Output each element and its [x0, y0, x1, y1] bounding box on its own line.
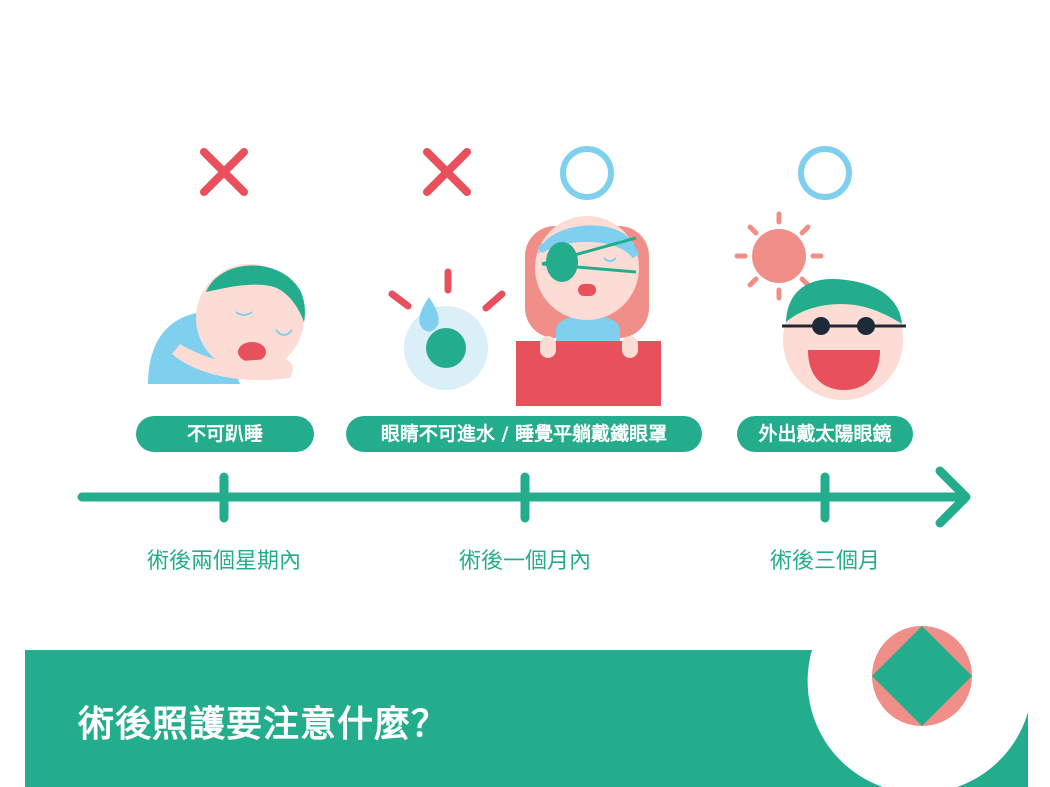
- sunglasses-person-icon: [782, 278, 906, 400]
- tick-label-one-month: 術後一個月內: [458, 549, 591, 574]
- tick-label-three-months: 術後三個月: [769, 549, 880, 574]
- pill-no-sleep-prone: 不可趴睡: [136, 416, 314, 452]
- cross-mark-icon: [423, 148, 471, 196]
- circle-mark-icon: [798, 146, 852, 200]
- pill-sunglasses: 外出戴太陽眼鏡: [737, 416, 913, 452]
- eye-shield-person-icon: [516, 216, 661, 406]
- pill-eye-water-shield: 眼睛不可進水 / 睡覺平躺戴鐵眼罩: [346, 416, 702, 452]
- tick-label-two-weeks: 術後兩個星期內: [146, 549, 301, 574]
- banner-title: 術後照護要注意什麼？: [78, 704, 449, 745]
- eye-drop-icon: [388, 268, 506, 390]
- cross-mark-icon: [200, 148, 248, 196]
- timeline-arrow: [77, 466, 971, 528]
- circle-mark-icon: [560, 146, 614, 200]
- sleeping-prone-icon: [148, 264, 305, 384]
- sun-icon: [734, 211, 824, 301]
